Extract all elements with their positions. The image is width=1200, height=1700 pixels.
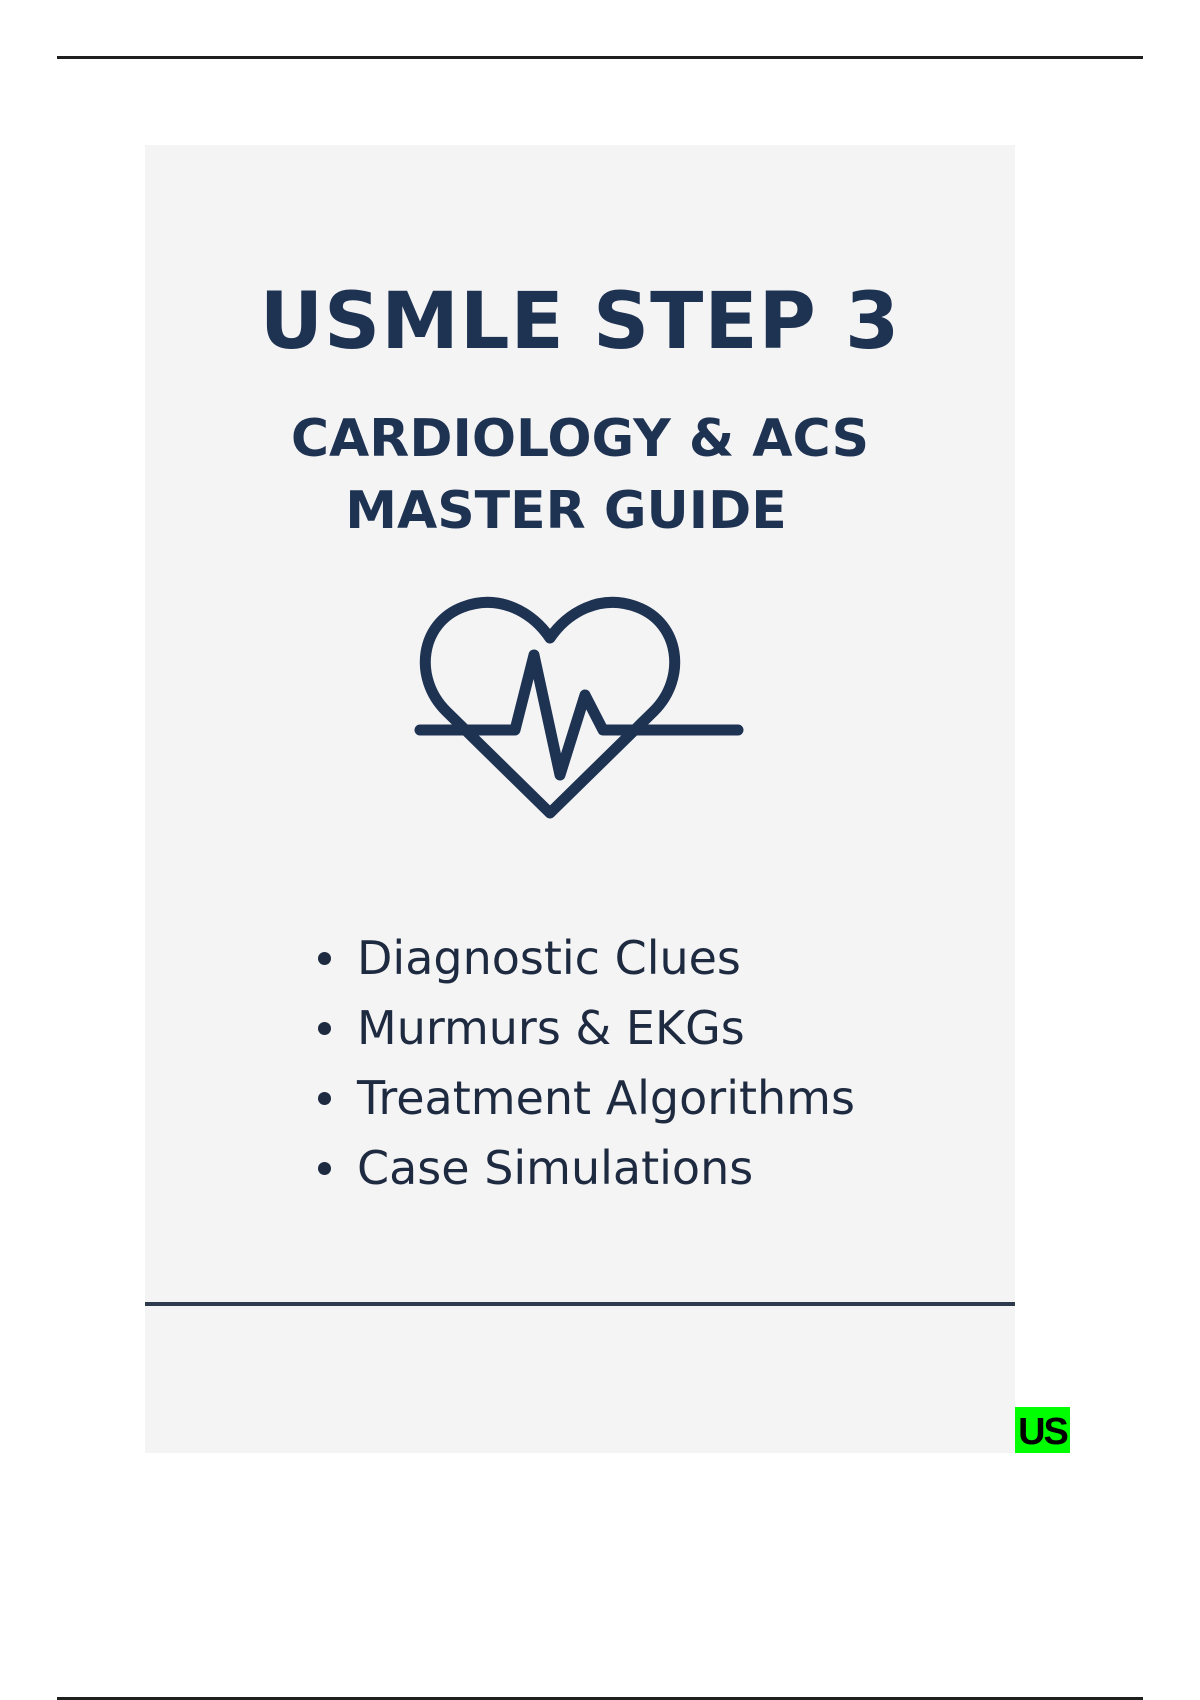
bullet-icon [318,1161,331,1175]
cover-title: USMLE STEP 3 [259,277,901,367]
feature-label: Treatment Algorithms [357,1071,855,1125]
cover-subtitle-line-1: CARDIOLOGY & ACS [290,409,870,469]
cover-subtitle: CARDIOLOGY & ACS MASTER GUIDE [145,403,1015,547]
feature-item: Treatment Algorithms [318,1063,855,1133]
feature-list: Diagnostic Clues Murmurs & EKGs Treatmen… [318,923,855,1203]
feature-label: Murmurs & EKGs [357,1001,745,1055]
bullet-icon [318,1091,331,1105]
document-cover: USMLE STEP 3 CARDIOLOGY & ACS MASTER GUI… [145,145,1015,1453]
language-badge: US [1015,1407,1070,1453]
heart-ekg-icon [410,585,750,875]
page-bottom-rule [57,1697,1143,1700]
feature-item: Murmurs & EKGs [318,993,855,1063]
page-top-rule [57,56,1143,59]
feature-item: Diagnostic Clues [318,923,855,993]
bullet-icon [318,951,331,965]
cover-subtitle-line-2: MASTER GUIDE [345,481,787,541]
feature-label: Diagnostic Clues [357,931,741,985]
bullet-icon [318,1021,331,1035]
feature-item: Case Simulations [318,1133,855,1203]
feature-label: Case Simulations [357,1141,754,1195]
cover-divider [145,1302,1015,1306]
